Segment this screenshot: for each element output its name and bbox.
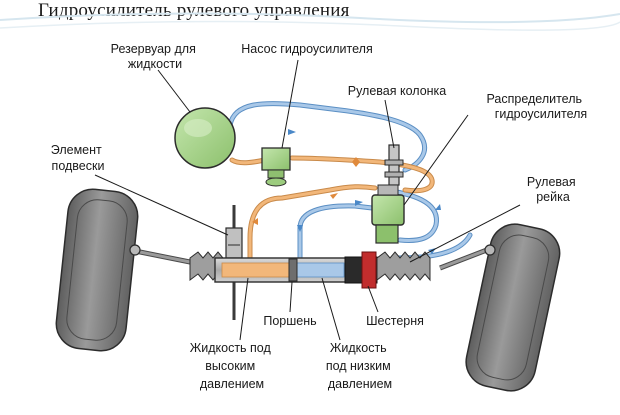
power-steering-distributor [371, 184, 405, 244]
label-pump: Насос гидроусилителя [241, 42, 372, 56]
leader-lines [94, 59, 521, 341]
high-pressure-hoses [229, 155, 435, 265]
label-suspension-element: Элемент подвески [51, 143, 105, 173]
label-high-pressure-fluid: Жидкость под высоким давлением [190, 341, 275, 391]
label-steering-rack: Рулевая рейка [527, 175, 579, 204]
label-pinion: Шестерня [366, 314, 424, 328]
page-title: Гидроусилитель рулевого управления [38, 0, 350, 21]
label-piston: Поршень [263, 314, 316, 328]
fluid-reservoir [174, 107, 236, 169]
label-distributor: Распределитель гидроусилителя [486, 92, 587, 121]
left-wheel [55, 188, 139, 352]
decor-swoosh [0, 12, 620, 24]
low-pressure-hoses [227, 101, 473, 265]
right-wheel [465, 223, 561, 392]
label-reservoir: Резервуар для жидкости [111, 42, 200, 71]
steering-column [384, 144, 404, 186]
label-steering-column: Рулевая колонка [348, 84, 447, 98]
label-low-pressure-fluid: Жидкость под низким давлением [326, 341, 394, 391]
decor-swoosh [0, 20, 620, 31]
power-steering-pump [261, 147, 291, 187]
steering-rack [189, 251, 431, 289]
